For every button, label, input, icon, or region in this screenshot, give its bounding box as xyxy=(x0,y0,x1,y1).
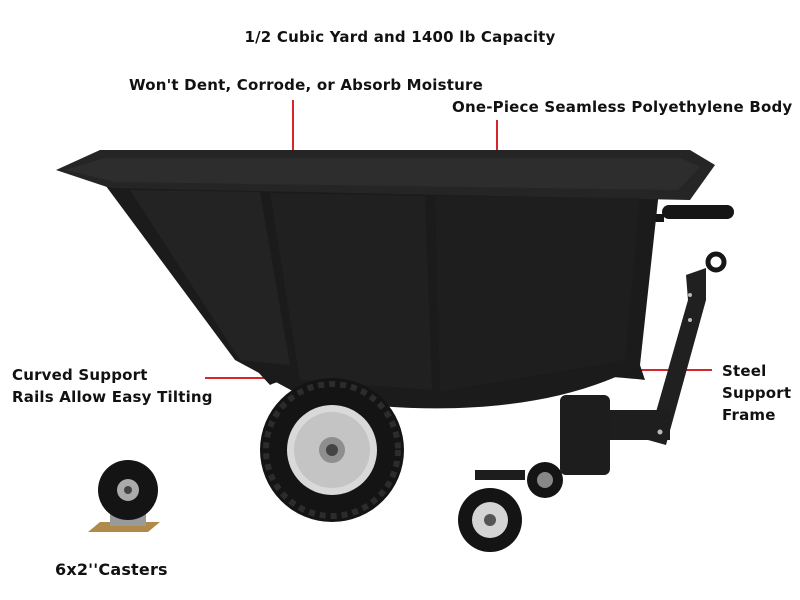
caster-caption: 6x2''Casters xyxy=(55,560,168,579)
callout-rails-line2: Rails Allow Easy Tilting xyxy=(12,388,213,406)
callout-steel-line3: Frame xyxy=(722,406,776,424)
cart-caster-rear xyxy=(527,462,563,498)
rear-leg xyxy=(560,395,610,475)
callout-rails-line1: Curved Support xyxy=(12,366,148,384)
cart-caster-front xyxy=(458,470,525,552)
callout-polyethylene-body: One-Piece Seamless Polyethylene Body xyxy=(452,98,793,116)
callout-support-rails: Curved Support Rails Allow Easy Tilting xyxy=(12,364,213,408)
main-wheel xyxy=(260,378,404,522)
callout-no-dent: Won't Dent, Corrode, or Absorb Moisture xyxy=(129,76,484,94)
polyethylene-tub xyxy=(56,150,715,409)
callout-steel-frame: Steel Support Frame xyxy=(722,360,791,426)
callout-steel-line1: Steel xyxy=(722,362,767,380)
capacity-heading: 1/2 Cubic Yard and 1400 lb Capacity xyxy=(244,28,556,46)
callout-steel-line2: Support xyxy=(722,384,792,402)
caster-detail xyxy=(88,460,160,532)
